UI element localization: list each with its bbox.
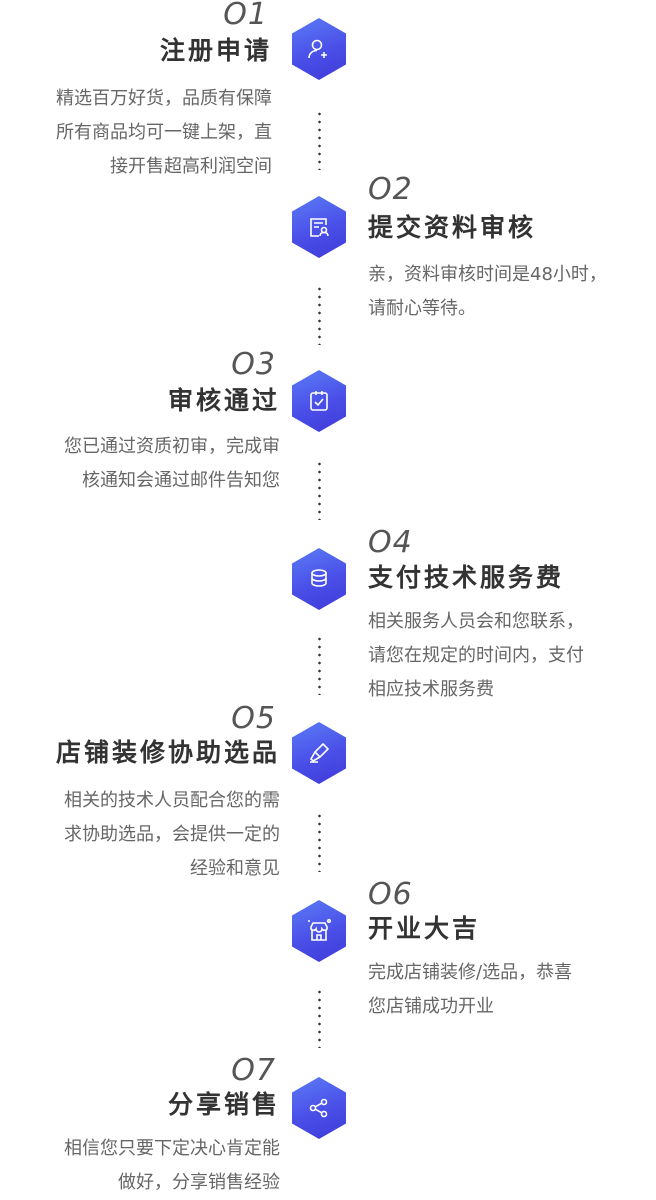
document-review-icon <box>310 218 329 237</box>
step-title: 注册申请 <box>159 36 272 65</box>
step-number: O4 <box>368 525 413 560</box>
user-add-icon <box>308 39 327 59</box>
step-number: O1 <box>223 0 268 32</box>
connector-dots <box>318 812 321 872</box>
coins-icon <box>311 569 327 587</box>
step-title: 分享销售 <box>167 1090 280 1119</box>
share-icon <box>309 1098 328 1118</box>
connector-dots <box>318 988 321 1048</box>
step-title: 支付技术服务费 <box>368 563 565 592</box>
step-title: 开业大吉 <box>368 914 481 943</box>
connector-dots <box>318 285 321 345</box>
step-title: 审核通过 <box>167 386 280 415</box>
step-description: 相关的技术人员配合您的需求协助选品，会提供一定的经验和意见 <box>64 790 280 879</box>
connector-dots <box>318 110 321 170</box>
step-number: O3 <box>231 347 276 382</box>
step-description: 亲，资料审核时间是48小时，请耐心等待。 <box>368 264 607 319</box>
step-icon-hex <box>292 548 346 610</box>
connector-dots <box>318 460 321 520</box>
step-number: O5 <box>231 701 276 736</box>
step-description: 您已通过资质初审，完成审核通知会通过邮件告知您 <box>64 436 280 491</box>
step-icon-hex <box>292 1077 346 1139</box>
step-description: 相信您只要下定决心肯定能做好，分享销售经验 <box>64 1138 280 1193</box>
step-icon-hex <box>292 900 346 962</box>
step-icon-hex <box>292 722 346 784</box>
step-title: 店铺装修协助选品 <box>55 738 280 767</box>
storefront-icon <box>308 918 332 941</box>
brush-icon <box>310 742 330 763</box>
step-icon-hex <box>292 196 346 258</box>
step-number: O2 <box>368 172 413 207</box>
step-description: 精选百万好货，品质有保障所有商品均可一键上架，直接开售超高利润空间 <box>56 88 272 177</box>
step-description: 完成店铺装修/选品，恭喜您店铺成功开业 <box>368 962 573 1017</box>
step-number: O7 <box>231 1053 276 1088</box>
step-icon-hex <box>292 370 346 432</box>
step-icon-hex <box>292 18 346 80</box>
step-title: 提交资料审核 <box>368 213 537 242</box>
step-description: 相关服务人员会和您联系，请您在规定的时间内，支付相应技术服务费 <box>368 611 584 700</box>
checklist-icon <box>310 391 328 411</box>
connector-dots <box>318 635 321 695</box>
step-number: O6 <box>368 877 413 912</box>
